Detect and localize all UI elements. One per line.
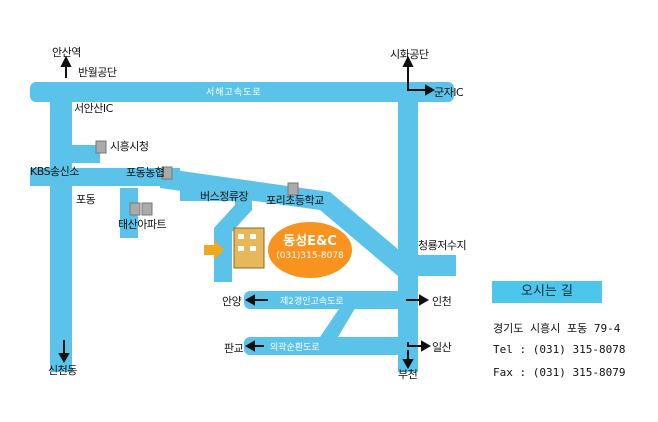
label-taesan: 태산아파트 xyxy=(118,218,167,231)
arrow-ilsan xyxy=(407,342,424,347)
building-window xyxy=(250,246,256,251)
road-outer-ring xyxy=(244,337,418,355)
label-pori-school: 포리초등학교 xyxy=(266,194,324,207)
building-window xyxy=(238,234,244,239)
label-bus-stop: 버스정류장 xyxy=(200,190,249,203)
label-sincheon: 신천동 xyxy=(48,364,77,377)
company-badge: 동성E&C (031)315-8078 xyxy=(268,222,352,278)
arrow-gunja-head xyxy=(425,84,436,96)
nonghyup-icon xyxy=(161,166,173,180)
directions-title: 오시는 길 xyxy=(492,281,602,303)
arrow-pangyo-head xyxy=(244,340,255,352)
label-podong: 포동 xyxy=(76,193,96,206)
road-second-gyeongin xyxy=(244,291,418,309)
road-curve xyxy=(214,185,252,282)
location-arrow-icon xyxy=(204,240,224,260)
arrow-bucheon-head xyxy=(402,359,414,370)
road-busstop xyxy=(180,185,250,201)
label-bucheon: 부천 xyxy=(398,368,418,381)
road-connector xyxy=(320,300,360,337)
address-text: 경기도 시흥시 포동 79-4 xyxy=(493,322,621,335)
building-window xyxy=(250,234,256,239)
road-taesan xyxy=(120,188,138,238)
label-anyang: 안양 xyxy=(222,295,242,308)
label-cheongryong: 청룡저수지 xyxy=(418,239,467,252)
road-left-vertical xyxy=(50,82,72,372)
company-building-icon xyxy=(204,227,265,269)
fax-text: Fax : (031) 315-8079 xyxy=(493,366,626,379)
label-siheung-cityhall: 시흥시청 xyxy=(110,140,149,153)
road-label-outer-ring: 외곽순환도로 xyxy=(270,343,320,353)
label-banwol: 반월공단 xyxy=(78,66,117,79)
label-podong-nonghyup: 포동농협 xyxy=(126,166,165,179)
direction-arrows xyxy=(58,55,436,370)
arrow-incheon-head xyxy=(419,294,430,306)
label-ansanyeok: 안산역 xyxy=(52,46,81,59)
label-incheon: 인천 xyxy=(432,295,452,308)
label-kbs: KBS송신소 xyxy=(30,165,79,178)
school-icon xyxy=(287,182,299,196)
arrow-sihwa-head xyxy=(402,55,414,67)
label-ilsan: 일산 xyxy=(432,341,452,354)
road-label-second-gyeongin: 제2경인고속도로 xyxy=(280,297,344,307)
arrow-gunja xyxy=(407,78,428,91)
label-seoansan-ic: 서안산IC xyxy=(74,102,113,115)
company-name: 동성E&C xyxy=(283,234,337,249)
arrow-sincheon-head xyxy=(58,353,70,364)
road-label-seohae: 서해고속도로 xyxy=(206,88,262,98)
building-window xyxy=(238,246,244,251)
road-network xyxy=(30,82,456,372)
label-sihwa: 시화공단 xyxy=(390,48,429,61)
company-phone: (031)315-8078 xyxy=(276,251,344,261)
road-cityhall xyxy=(50,145,100,163)
arrow-ansan-head xyxy=(60,55,72,67)
label-pangyo: 판교 xyxy=(224,342,244,355)
road-seohae xyxy=(30,82,454,102)
label-gunja-ic: 군자IC xyxy=(434,86,464,99)
building-icons xyxy=(95,140,299,216)
arrow-ilsan-head xyxy=(421,340,432,352)
cityhall-icon xyxy=(95,140,107,154)
road-kbs xyxy=(30,168,180,186)
tel-text: Tel : (031) 315-8078 xyxy=(493,343,626,356)
taesan-icon xyxy=(129,202,141,216)
road-right-vertical xyxy=(398,82,418,372)
arrow-anyang-head xyxy=(244,294,255,306)
taesan-icon-2 xyxy=(141,202,153,216)
